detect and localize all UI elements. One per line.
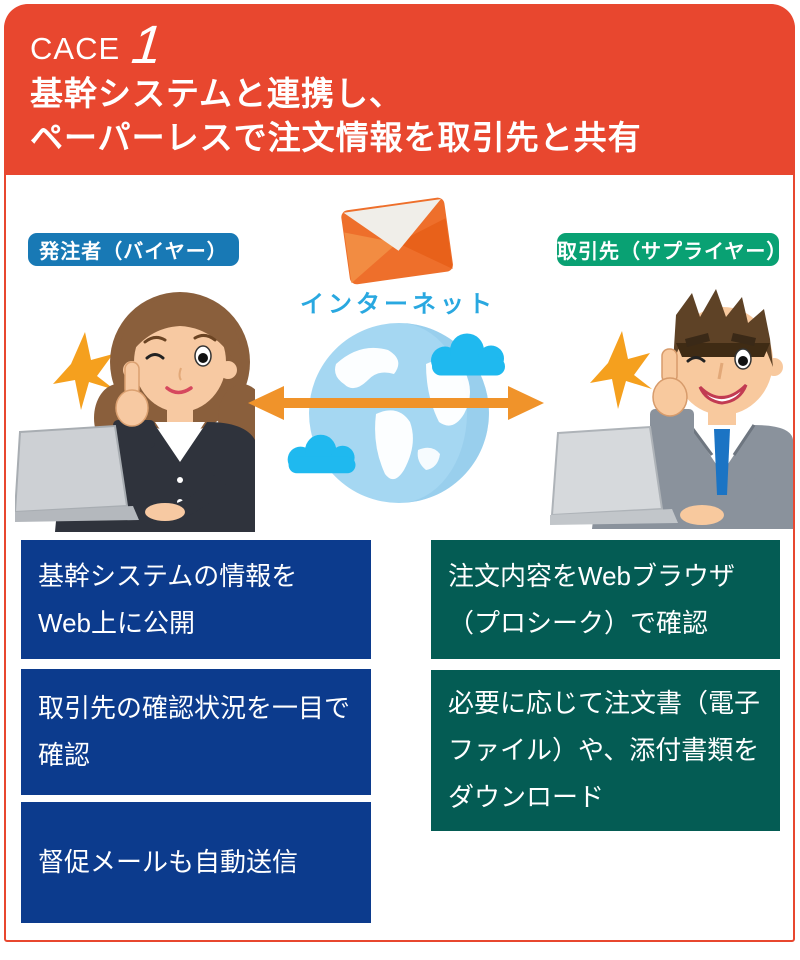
supplier-point-box: 注文内容をWebブラウザ （プロシーク）で確認 — [431, 540, 780, 659]
header-title-line2: ペーパーレスで注文情報を取引先と共有 — [30, 119, 642, 156]
supplier-character — [550, 283, 794, 529]
case-label: CACE — [30, 31, 121, 66]
buyer-point-box: 督促メールも自動送信 — [21, 802, 371, 923]
buyer-point-box: 取引先の確認状況を一目で 確認 — [21, 669, 371, 795]
supplier-point-box: 必要に応じて注文書（電子 ファイル）や、添付書類を ダウンロード — [431, 670, 780, 831]
cloud-icon — [427, 331, 511, 378]
buyer-tag: 発注者（バイヤー） — [28, 233, 239, 266]
supplier-point-text-2: 必要に応じて注文書（電子 ファイル）や、添付書類を ダウンロード — [448, 688, 761, 812]
envelope-icon — [338, 190, 457, 290]
header: CACE 1 基幹システムと連携し、 ペーパーレスで注文情報を取引先と共有 — [4, 4, 795, 175]
buyer-point-text-2: 取引先の確認状況を一目で 確認 — [38, 693, 351, 770]
case-number: 1 — [128, 15, 166, 75]
case-title: CACE 1 — [30, 14, 769, 75]
buyer-point-box: 基幹システムの情報を Web上に公開 — [21, 540, 371, 659]
buyer-character — [13, 290, 266, 532]
double-arrow-icon — [246, 383, 546, 423]
header-title-line1: 基幹システムと連携し、 — [30, 75, 404, 112]
supplier-point-text-1: 注文内容をWebブラウザ （プロシーク）で確認 — [448, 560, 735, 638]
buyer-point-text-3: 督促メールも自動送信 — [38, 847, 299, 877]
supplier-tag: 取引先（サプライヤー） — [557, 233, 786, 266]
internet-label: インターネット — [300, 291, 496, 318]
buyer-point-text-1: 基幹システムの情報を Web上に公開 — [38, 560, 298, 638]
globe-icon — [308, 322, 490, 504]
cloud-icon — [284, 432, 361, 476]
